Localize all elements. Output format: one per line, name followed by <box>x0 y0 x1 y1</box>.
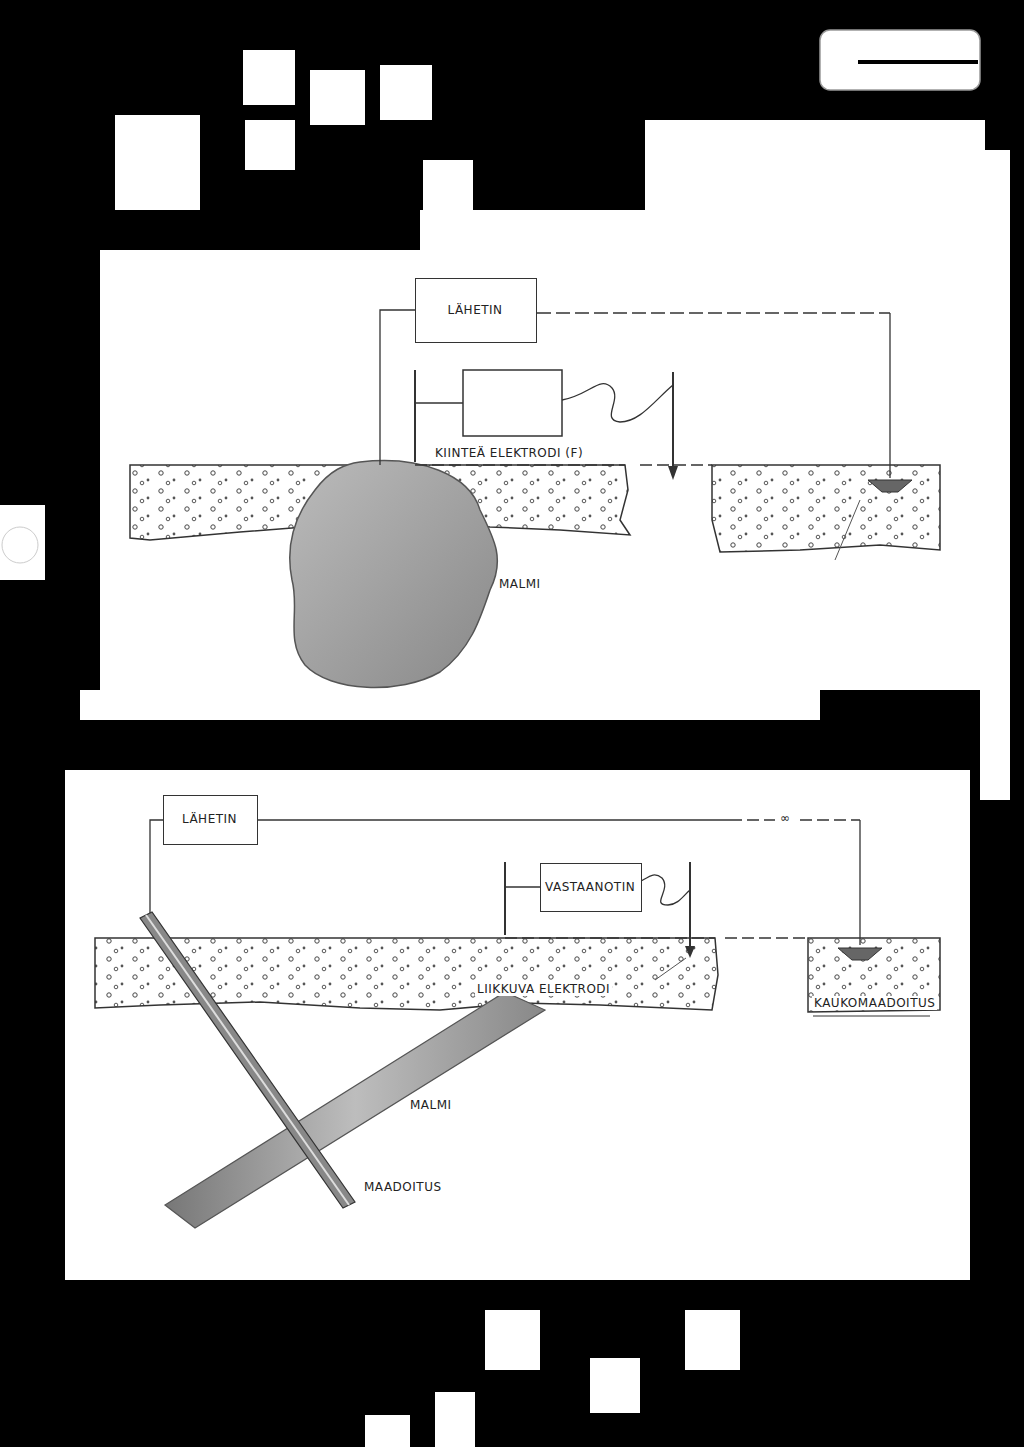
paper-patch <box>0 30 1010 1447</box>
top-diagram <box>130 310 940 687</box>
ground-label: KAUKOMAADOITUS <box>812 996 937 1010</box>
receiver-box: VASTAANOTIN <box>540 863 642 912</box>
ore-body <box>290 461 498 688</box>
infinity-mark: ∞ <box>778 811 793 825</box>
ore-label: MALMI <box>408 1098 454 1112</box>
electrode-label: LIIKKUVA ELEKTRODI <box>475 982 612 996</box>
overburden <box>712 465 940 552</box>
receiver-box <box>463 370 562 436</box>
electrode-label: KIINTEÄ ELEKTRODI (F) <box>433 446 585 460</box>
ground-label: MAADOITUS <box>362 1180 444 1194</box>
ore-label: MALMI <box>497 577 543 591</box>
bottom-diagram <box>95 820 940 1228</box>
grounding-rod <box>140 912 355 1208</box>
transmitter-box: LÄHETIN <box>163 795 258 845</box>
box-text: VASTAANOTIN <box>545 880 645 894</box>
box-text: LÄHETIN <box>447 303 567 317</box>
overburden <box>808 938 940 1012</box>
box-text: LÄHETIN <box>182 812 275 826</box>
transmitter-box: LÄHETIN <box>415 278 537 343</box>
